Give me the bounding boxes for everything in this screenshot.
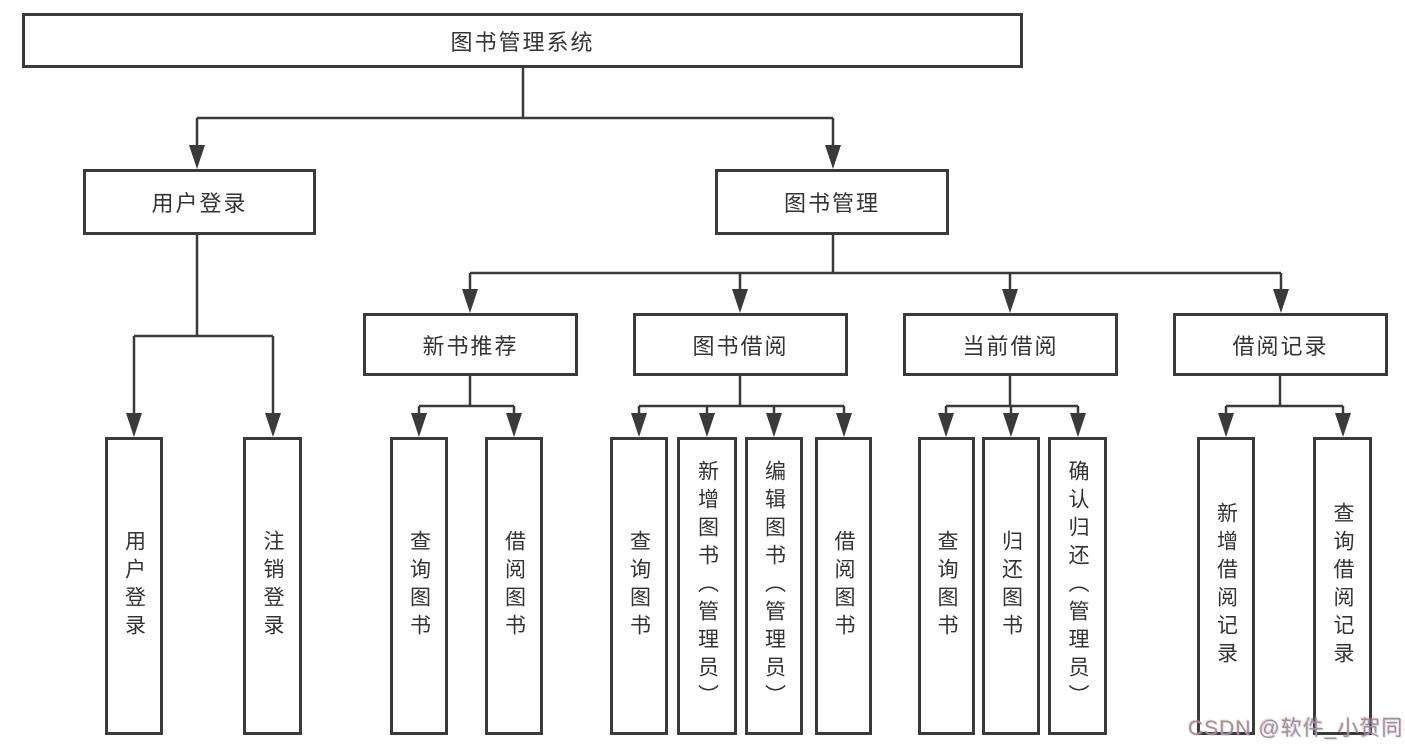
node-new-book-recommend: 新书推荐	[363, 313, 578, 376]
leaf-query-books-borrowing-label: 查询图书	[627, 530, 651, 642]
leaf-query-books-current-label: 查询图书	[935, 530, 958, 642]
node-current-borrowing-label: 当前借阅	[962, 333, 1059, 359]
leaf-add-book-admin-label: 新增图书（管理员）	[695, 460, 719, 712]
leaf-query-books-recommend-label: 查询图书	[407, 530, 431, 642]
leaf-add-book-admin: 新增图书（管理员）	[677, 437, 737, 735]
leaf-confirm-return-admin: 确认归还（管理员）	[1048, 437, 1107, 735]
leaf-query-borrow-record: 查询借阅记录	[1313, 437, 1372, 735]
node-user-login-group: 用户登录	[83, 169, 316, 235]
leaf-add-borrow-record: 新增借阅记录	[1197, 437, 1255, 735]
node-borrowing-records: 借阅记录	[1173, 313, 1388, 376]
node-library-system-label: 图书管理系统	[450, 29, 595, 55]
node-new-book-recommend-label: 新书推荐	[422, 333, 519, 359]
leaf-query-books-borrowing: 查询图书	[610, 437, 668, 735]
leaf-borrow-books-recommend-label: 借阅图书	[502, 530, 526, 642]
leaf-add-borrow-record-label: 新增借阅记录	[1214, 502, 1238, 670]
leaf-return-book-label: 归还图书	[999, 530, 1023, 642]
node-current-borrowing: 当前借阅	[903, 313, 1118, 376]
leaf-user-login-label: 用户登录	[122, 530, 146, 642]
leaf-return-book: 归还图书	[982, 437, 1040, 735]
node-book-borrowing: 图书借阅	[633, 313, 848, 376]
leaf-query-books-current: 查询图书	[918, 437, 975, 735]
leaf-borrow-books-label: 借阅图书	[832, 530, 855, 642]
node-book-borrowing-label: 图书借阅	[692, 333, 789, 359]
leaf-logout-label: 注销登录	[261, 530, 284, 642]
node-library-system: 图书管理系统	[22, 13, 1023, 68]
csdn-watermark: CSDN @软件_小贺同学	[1188, 717, 1405, 740]
node-book-management: 图书管理	[715, 169, 949, 235]
leaf-confirm-return-admin-label: 确认归还（管理员）	[1066, 460, 1089, 712]
node-user-login-group-label: 用户登录	[151, 191, 248, 216]
leaf-query-borrow-record-label: 查询借阅记录	[1331, 502, 1354, 670]
leaf-edit-book-admin-label: 编辑图书（管理员）	[762, 460, 786, 712]
leaf-user-login: 用户登录	[105, 437, 163, 735]
node-borrowing-records-label: 借阅记录	[1232, 333, 1329, 359]
leaf-edit-book-admin: 编辑图书（管理员）	[745, 437, 803, 735]
leaf-query-books-recommend: 查询图书	[390, 437, 448, 735]
leaf-borrow-books: 借阅图书	[815, 437, 872, 735]
leaf-borrow-books-recommend: 借阅图书	[485, 437, 543, 735]
leaf-logout: 注销登录	[243, 437, 302, 735]
node-book-management-label: 图书管理	[783, 191, 880, 216]
arrowheads	[126, 145, 1351, 437]
